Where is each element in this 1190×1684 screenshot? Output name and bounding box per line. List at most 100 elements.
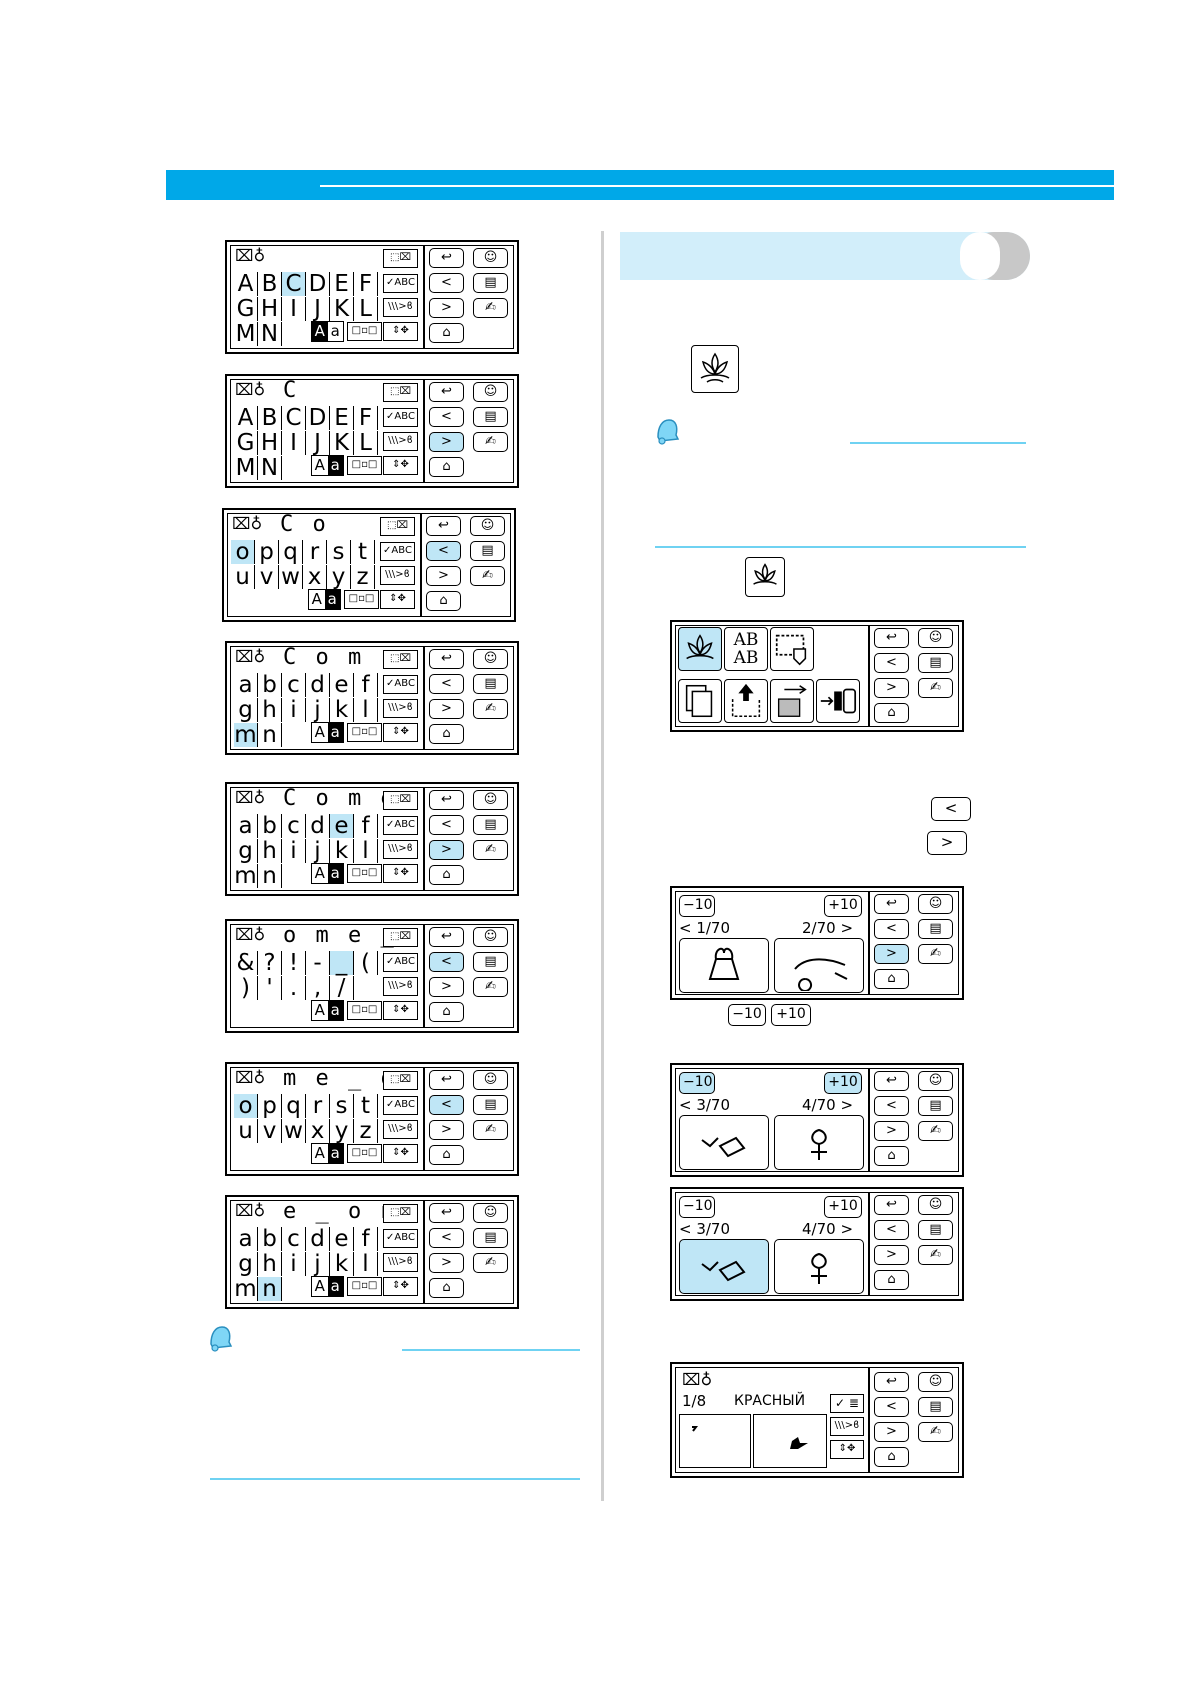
char-key[interactable]: F (354, 406, 378, 430)
char-key[interactable]: D (306, 272, 330, 296)
color-menu-button[interactable]: ✍ (918, 1422, 953, 1442)
stitch-button[interactable]: \\\>ϐ (383, 1253, 418, 1272)
char-key[interactable]: K (330, 297, 354, 321)
pattern-thumbnail[interactable] (774, 1239, 864, 1294)
fit-button[interactable]: ⬚⌧ (383, 650, 418, 669)
color-right-button[interactable]: > (874, 1422, 909, 1442)
abc-button[interactable]: ✓ABC (383, 408, 418, 427)
char-key[interactable]: / (330, 976, 354, 1000)
plus10-button[interactable]: +10 (824, 895, 862, 917)
spacing-button[interactable]: □▫□ (347, 1144, 382, 1163)
inline-left-key[interactable]: < (931, 797, 971, 821)
move-button[interactable]: ⇕✥ (383, 1001, 418, 1020)
hoop-button[interactable]: ⌂ (429, 865, 464, 885)
hoop-button[interactable]: ⌂ (874, 1270, 909, 1290)
char-key[interactable]: n (258, 723, 282, 747)
char-key[interactable]: B (258, 406, 282, 430)
embroidery-key[interactable] (691, 345, 739, 393)
char-key[interactable]: c (282, 814, 306, 838)
back-button[interactable]: ↩ (429, 1070, 464, 1090)
char-key[interactable]: f (354, 1227, 378, 1251)
help-button[interactable]: ☺ (470, 516, 505, 536)
doc-button[interactable]: ▤ (473, 815, 508, 835)
char-key[interactable]: G (234, 431, 258, 455)
help-button[interactable]: ☺ (918, 894, 953, 914)
char-key[interactable]: N (258, 322, 282, 346)
help-button[interactable]: ☺ (473, 1203, 508, 1223)
fit-button[interactable]: ⬚⌧ (383, 791, 418, 810)
char-key[interactable]: w (279, 565, 303, 589)
left-button[interactable]: < (429, 1095, 464, 1115)
fit-button[interactable]: ⬚⌧ (383, 928, 418, 947)
left-button[interactable]: < (429, 407, 464, 427)
char-key[interactable]: p (255, 540, 279, 564)
char-key[interactable]: z (354, 1119, 378, 1143)
right-button[interactable]: > (429, 1120, 464, 1140)
left-button[interactable]: < (874, 1220, 909, 1240)
doc-button[interactable]: ▤ (918, 1096, 953, 1116)
char-key[interactable]: _ (330, 951, 354, 975)
menu-cell-letters[interactable]: AB AB (724, 627, 768, 671)
char-key[interactable]: F (354, 272, 378, 296)
left-button[interactable]: < (874, 919, 909, 939)
char-key[interactable]: t (354, 1094, 378, 1118)
move-button[interactable]: ⇕✥ (383, 1144, 418, 1163)
right-button[interactable]: > (874, 1121, 909, 1141)
doc-button[interactable]: ▤ (918, 919, 953, 939)
spacing-button[interactable]: □▫□ (347, 723, 382, 742)
char-key[interactable]: e (330, 814, 354, 838)
spacing-button[interactable]: □▫□ (347, 1001, 382, 1020)
char-key[interactable]: K (330, 431, 354, 455)
char-key[interactable]: n (258, 864, 282, 888)
char-key[interactable]: i (282, 839, 306, 863)
left-button[interactable]: < (429, 952, 464, 972)
left-button[interactable]: < (426, 541, 461, 561)
menu-button[interactable]: ✍ (473, 840, 508, 860)
char-key[interactable]: s (330, 1094, 354, 1118)
char-key[interactable]: f (354, 673, 378, 697)
pattern-thumbnail[interactable] (679, 1115, 769, 1170)
char-key[interactable]: ! (282, 951, 306, 975)
menu-cell-frame[interactable] (770, 627, 814, 671)
menu-button[interactable]: ✍ (473, 298, 508, 318)
char-key[interactable]: r (306, 1094, 330, 1118)
minus10-button[interactable]: −10 (679, 895, 715, 917)
right-button[interactable]: > (874, 944, 909, 964)
abc-button[interactable]: ✓ABC (383, 675, 418, 694)
char-key[interactable]: h (258, 698, 282, 722)
spacing-button[interactable]: □▫□ (347, 864, 382, 883)
char-key[interactable]: . (282, 976, 306, 1000)
right-button[interactable]: > (426, 566, 461, 586)
menu-button[interactable]: ✍ (918, 1121, 953, 1141)
char-key[interactable]: d (306, 673, 330, 697)
inline-plus10-key[interactable]: +10 (771, 1004, 811, 1026)
char-key[interactable]: o (234, 1094, 258, 1118)
char-key[interactable]: n (258, 1277, 282, 1301)
spacing-button[interactable]: □▫□ (347, 322, 382, 341)
left-button[interactable]: < (429, 815, 464, 835)
char-key[interactable]: - (306, 951, 330, 975)
help-button[interactable]: ☺ (918, 1195, 953, 1215)
char-key[interactable]: C (282, 272, 306, 296)
char-key[interactable]: a (234, 1227, 258, 1251)
char-key[interactable]: a (234, 673, 258, 697)
char-key[interactable]: A (234, 272, 258, 296)
char-key[interactable]: b (258, 673, 282, 697)
char-key[interactable]: g (234, 1252, 258, 1276)
back-button[interactable]: ↩ (429, 790, 464, 810)
char-key[interactable]: v (255, 565, 279, 589)
back-button[interactable]: ↩ (429, 1203, 464, 1223)
char-key[interactable]: c (282, 673, 306, 697)
char-key[interactable]: & (234, 951, 258, 975)
char-key[interactable]: k (330, 698, 354, 722)
spacing-button[interactable]: □▫□ (347, 456, 382, 475)
char-key[interactable]: J (306, 297, 330, 321)
doc-button[interactable]: ▤ (470, 541, 505, 561)
hoop-button[interactable]: ⌂ (426, 591, 461, 611)
hoop-button[interactable]: ⌂ (429, 323, 464, 343)
char-key[interactable]: u (231, 565, 255, 589)
char-key[interactable]: H (258, 297, 282, 321)
stitch-button[interactable]: \\\>ϐ (383, 1120, 418, 1139)
fit-button[interactable]: ⬚⌧ (383, 383, 418, 402)
